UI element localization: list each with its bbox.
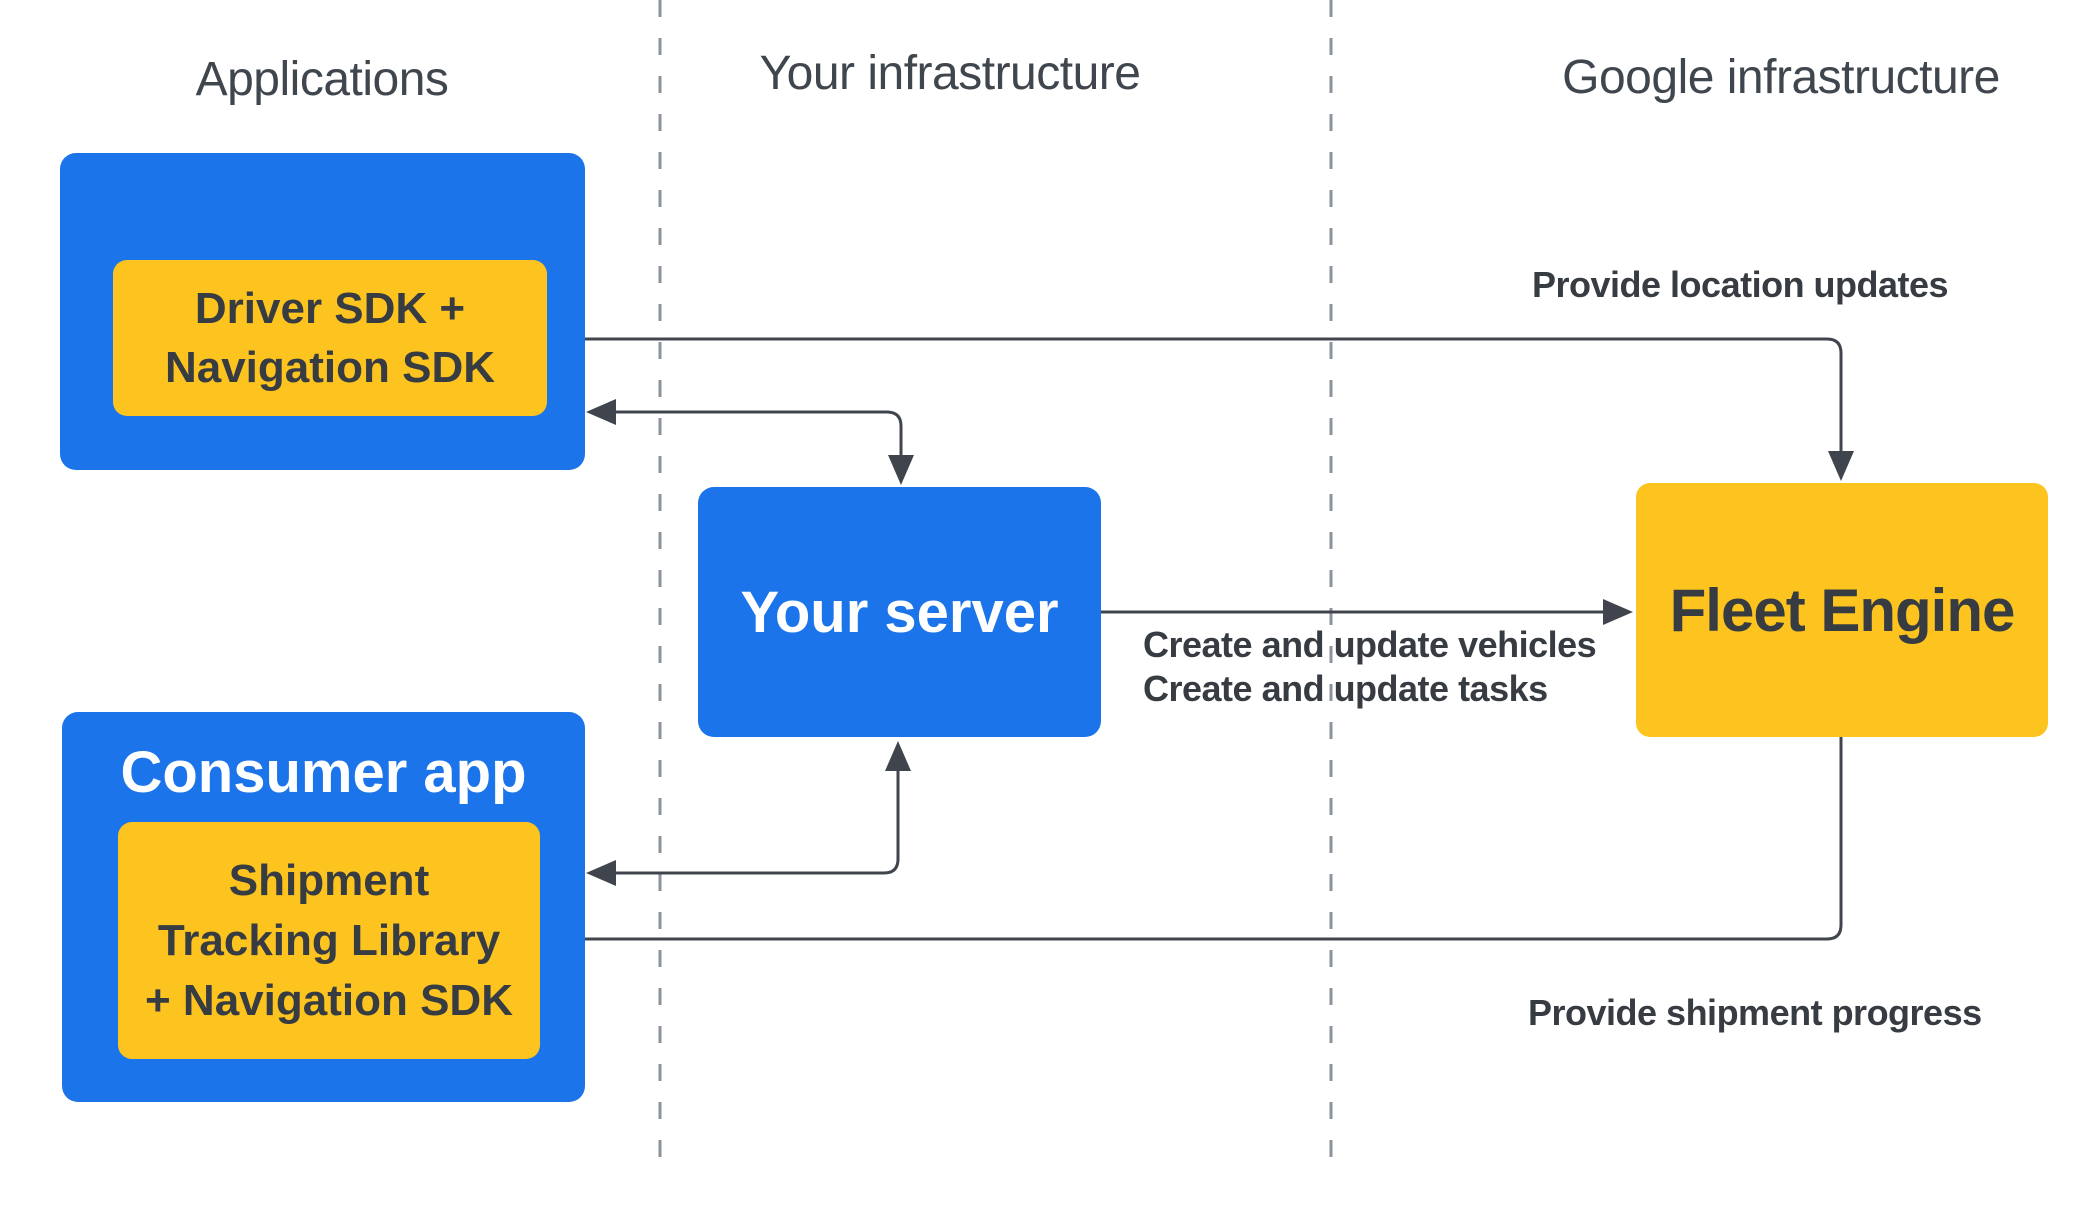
- column-header-your-infrastructure: Your infrastructure: [759, 47, 1141, 100]
- driver-sdk-line-2: Navigation SDK: [164, 343, 496, 392]
- driver-sdk-line-1: Driver SDK +: [194, 284, 466, 333]
- edge-label-create-update-vehicles: Create and update vehicles: [1143, 624, 1597, 665]
- edge-label-provide-shipment-progress: Provide shipment progress: [1528, 992, 1982, 1033]
- arrow-server-fleet: [1101, 599, 1633, 625]
- connector-path: [616, 770, 900, 875]
- arrowhead-down-into-your-server: [888, 455, 914, 485]
- arrow-server-consumer-app: [586, 741, 911, 886]
- arrowhead-down-into-fleet-engine: [1828, 451, 1854, 481]
- driver-sdk-label: Driver SDK + Navigation SDK: [113, 260, 547, 416]
- consumer-sdk-line-3: + Navigation SDK: [145, 975, 513, 1025]
- node-driver-sdk: Driver SDK + Navigation SDK: [113, 260, 547, 416]
- connector-path: [572, 737, 1843, 941]
- fleet-engine-label: Fleet Engine: [1669, 576, 2016, 644]
- node-your-server: Your server: [698, 487, 1101, 737]
- arrow-fleet-consumer-sdk: [542, 737, 1843, 952]
- consumer-sdk-line-2: Tracking Library: [157, 915, 501, 965]
- arrowhead-left-into-consumer-app: [586, 860, 616, 886]
- arrowhead-left-into-driver-app: [586, 399, 616, 425]
- consumer-sdk-line-1: Shipment: [228, 855, 430, 905]
- your-server-label: Your server: [740, 579, 1059, 645]
- arrowhead-right-into-fleet-engine: [1603, 599, 1633, 625]
- arrow-fleet-driver-sdk: [548, 326, 1854, 481]
- edge-label-create-update-tasks: Create and update tasks: [1143, 668, 1548, 709]
- column-header-applications: Applications: [195, 53, 449, 106]
- arrow-server-driver-app: [586, 399, 914, 485]
- column-header-google-infrastructure: Google infrastructure: [1562, 51, 2000, 104]
- node-consumer-app: Consumer app Shipment Tracking Library +…: [62, 712, 585, 1102]
- node-consumer-sdk: Shipment Tracking Library + Navigation S…: [118, 822, 540, 1059]
- node-fleet-engine: Fleet Engine: [1636, 483, 2048, 737]
- consumer-sdk-label: Shipment Tracking Library + Navigation S…: [118, 822, 540, 1059]
- node-driver-app: Driver app Driver SDK + Navigation SDK: [60, 153, 585, 470]
- arrowhead-up-into-your-server: [885, 741, 911, 771]
- connector-path: [578, 337, 1843, 452]
- consumer-app-label: Consumer app: [120, 740, 527, 805]
- connector-path: [616, 410, 903, 456]
- edge-label-provide-location-updates: Provide location updates: [1532, 264, 1949, 305]
